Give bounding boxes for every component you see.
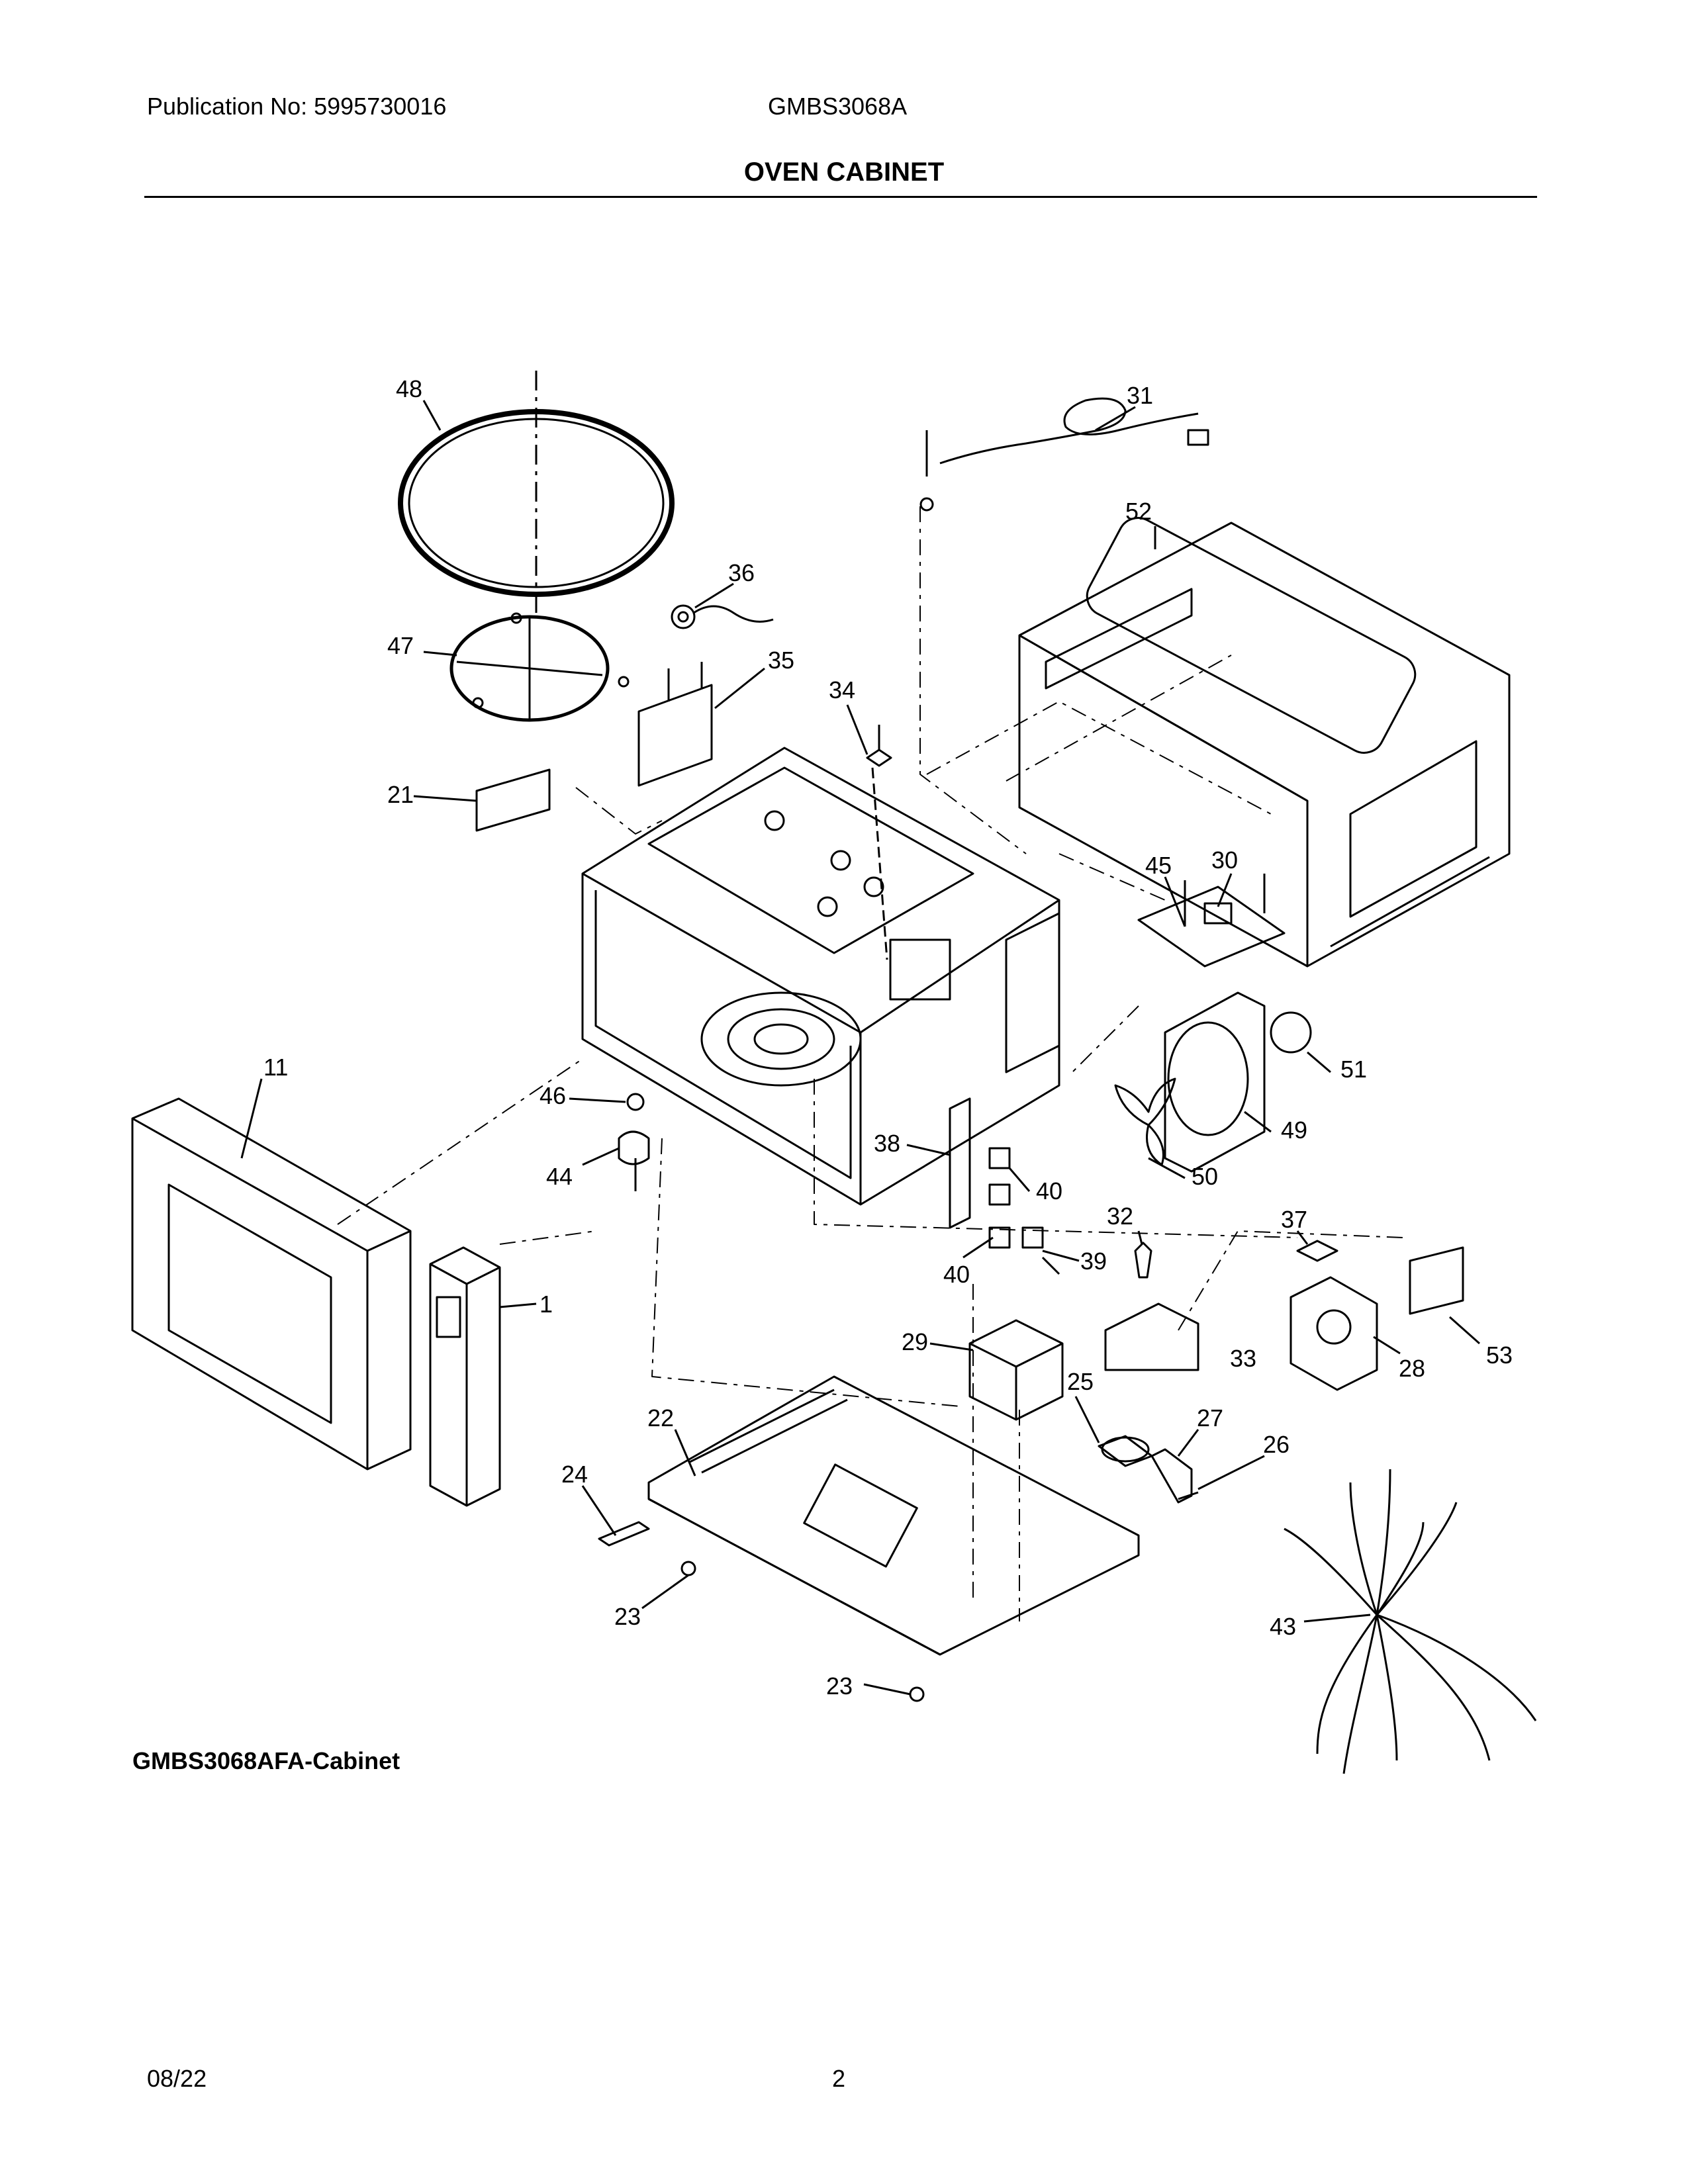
callout-52: 52 <box>1125 498 1152 525</box>
callout-50: 50 <box>1192 1163 1218 1190</box>
callout-34: 34 <box>829 676 855 704</box>
part-door-latch-assembly <box>949 1097 1060 1275</box>
page-number: 2 <box>832 2065 846 2092</box>
callout-51: 51 <box>1340 1056 1367 1083</box>
callout-47: 47 <box>387 632 414 659</box>
callout-31: 31 <box>1127 382 1153 409</box>
callout-53: 53 <box>1486 1342 1513 1369</box>
part-transformer <box>968 1319 1064 1421</box>
callout-38: 38 <box>874 1130 900 1157</box>
model-number: GMBS3068A <box>768 93 908 120</box>
leader-lines <box>240 400 1480 1696</box>
callout-44: 44 <box>546 1163 573 1190</box>
part-turntable-motor <box>618 1093 650 1191</box>
callout-23: 23 <box>614 1603 641 1630</box>
part-waveguide-cover <box>475 768 551 832</box>
callout-24: 24 <box>561 1461 588 1488</box>
callout-28: 28 <box>1399 1355 1425 1382</box>
part-air-duct <box>1104 1242 1199 1371</box>
part-oven-cavity <box>581 747 1060 1206</box>
section-title: OVEN CABINET <box>743 158 945 187</box>
part-wire-harness <box>1284 1469 1537 1774</box>
part-base-bracket <box>598 1521 650 1547</box>
callout-1: 1 <box>539 1291 553 1318</box>
part-callouts: 48 31 52 36 47 35 34 21 45 30 11 46 51 4… <box>263 375 1513 1700</box>
callout-22: 22 <box>647 1404 674 1432</box>
callout-39: 39 <box>1080 1248 1107 1275</box>
callout-21: 21 <box>387 781 414 808</box>
part-magnetron <box>1289 1240 1464 1391</box>
callout-23: 23 <box>826 1672 853 1700</box>
part-power-cord <box>919 397 1209 512</box>
part-door <box>131 1097 412 1471</box>
callout-11: 11 <box>263 1054 288 1081</box>
callout-25: 25 <box>1067 1368 1094 1395</box>
callout-30: 30 <box>1211 846 1238 874</box>
callout-46: 46 <box>539 1082 566 1109</box>
publication-date: 08/22 <box>147 2065 207 2092</box>
part-turntable-tray <box>398 371 675 615</box>
part-bracket <box>637 662 713 787</box>
part-control-board <box>1137 874 1286 968</box>
header-rule <box>144 196 1537 198</box>
part-fan-assembly <box>1114 991 1312 1173</box>
part-thermistor <box>671 604 774 629</box>
callout-27: 27 <box>1197 1404 1223 1432</box>
diagram-caption: GMBS3068AFA-Cabinet <box>132 1747 400 1774</box>
callout-45: 45 <box>1145 852 1172 879</box>
assembly-lines <box>337 506 1404 1621</box>
part-roller-ring <box>449 612 630 722</box>
part-lamp <box>866 725 892 960</box>
callout-35: 35 <box>768 647 794 674</box>
callout-29: 29 <box>902 1328 928 1355</box>
callout-40: 40 <box>943 1261 970 1288</box>
callout-33: 33 <box>1230 1345 1256 1372</box>
publication-number: Publication No: 5995730016 <box>147 93 447 120</box>
callout-37: 37 <box>1281 1206 1307 1233</box>
callout-40: 40 <box>1036 1177 1062 1205</box>
callout-32: 32 <box>1107 1203 1133 1230</box>
part-control-panel <box>429 1246 501 1507</box>
part-cabinet-wrapper <box>1018 517 1511 968</box>
part-base-plate <box>647 1375 1140 1656</box>
part-foot <box>909 1686 925 1702</box>
callout-36: 36 <box>728 559 755 586</box>
callout-43: 43 <box>1270 1613 1296 1640</box>
callout-26: 26 <box>1263 1431 1289 1458</box>
callout-49: 49 <box>1281 1116 1307 1144</box>
callout-48: 48 <box>396 375 422 402</box>
part-capacitor <box>1098 1435 1199 1504</box>
part-foot <box>680 1561 696 1576</box>
